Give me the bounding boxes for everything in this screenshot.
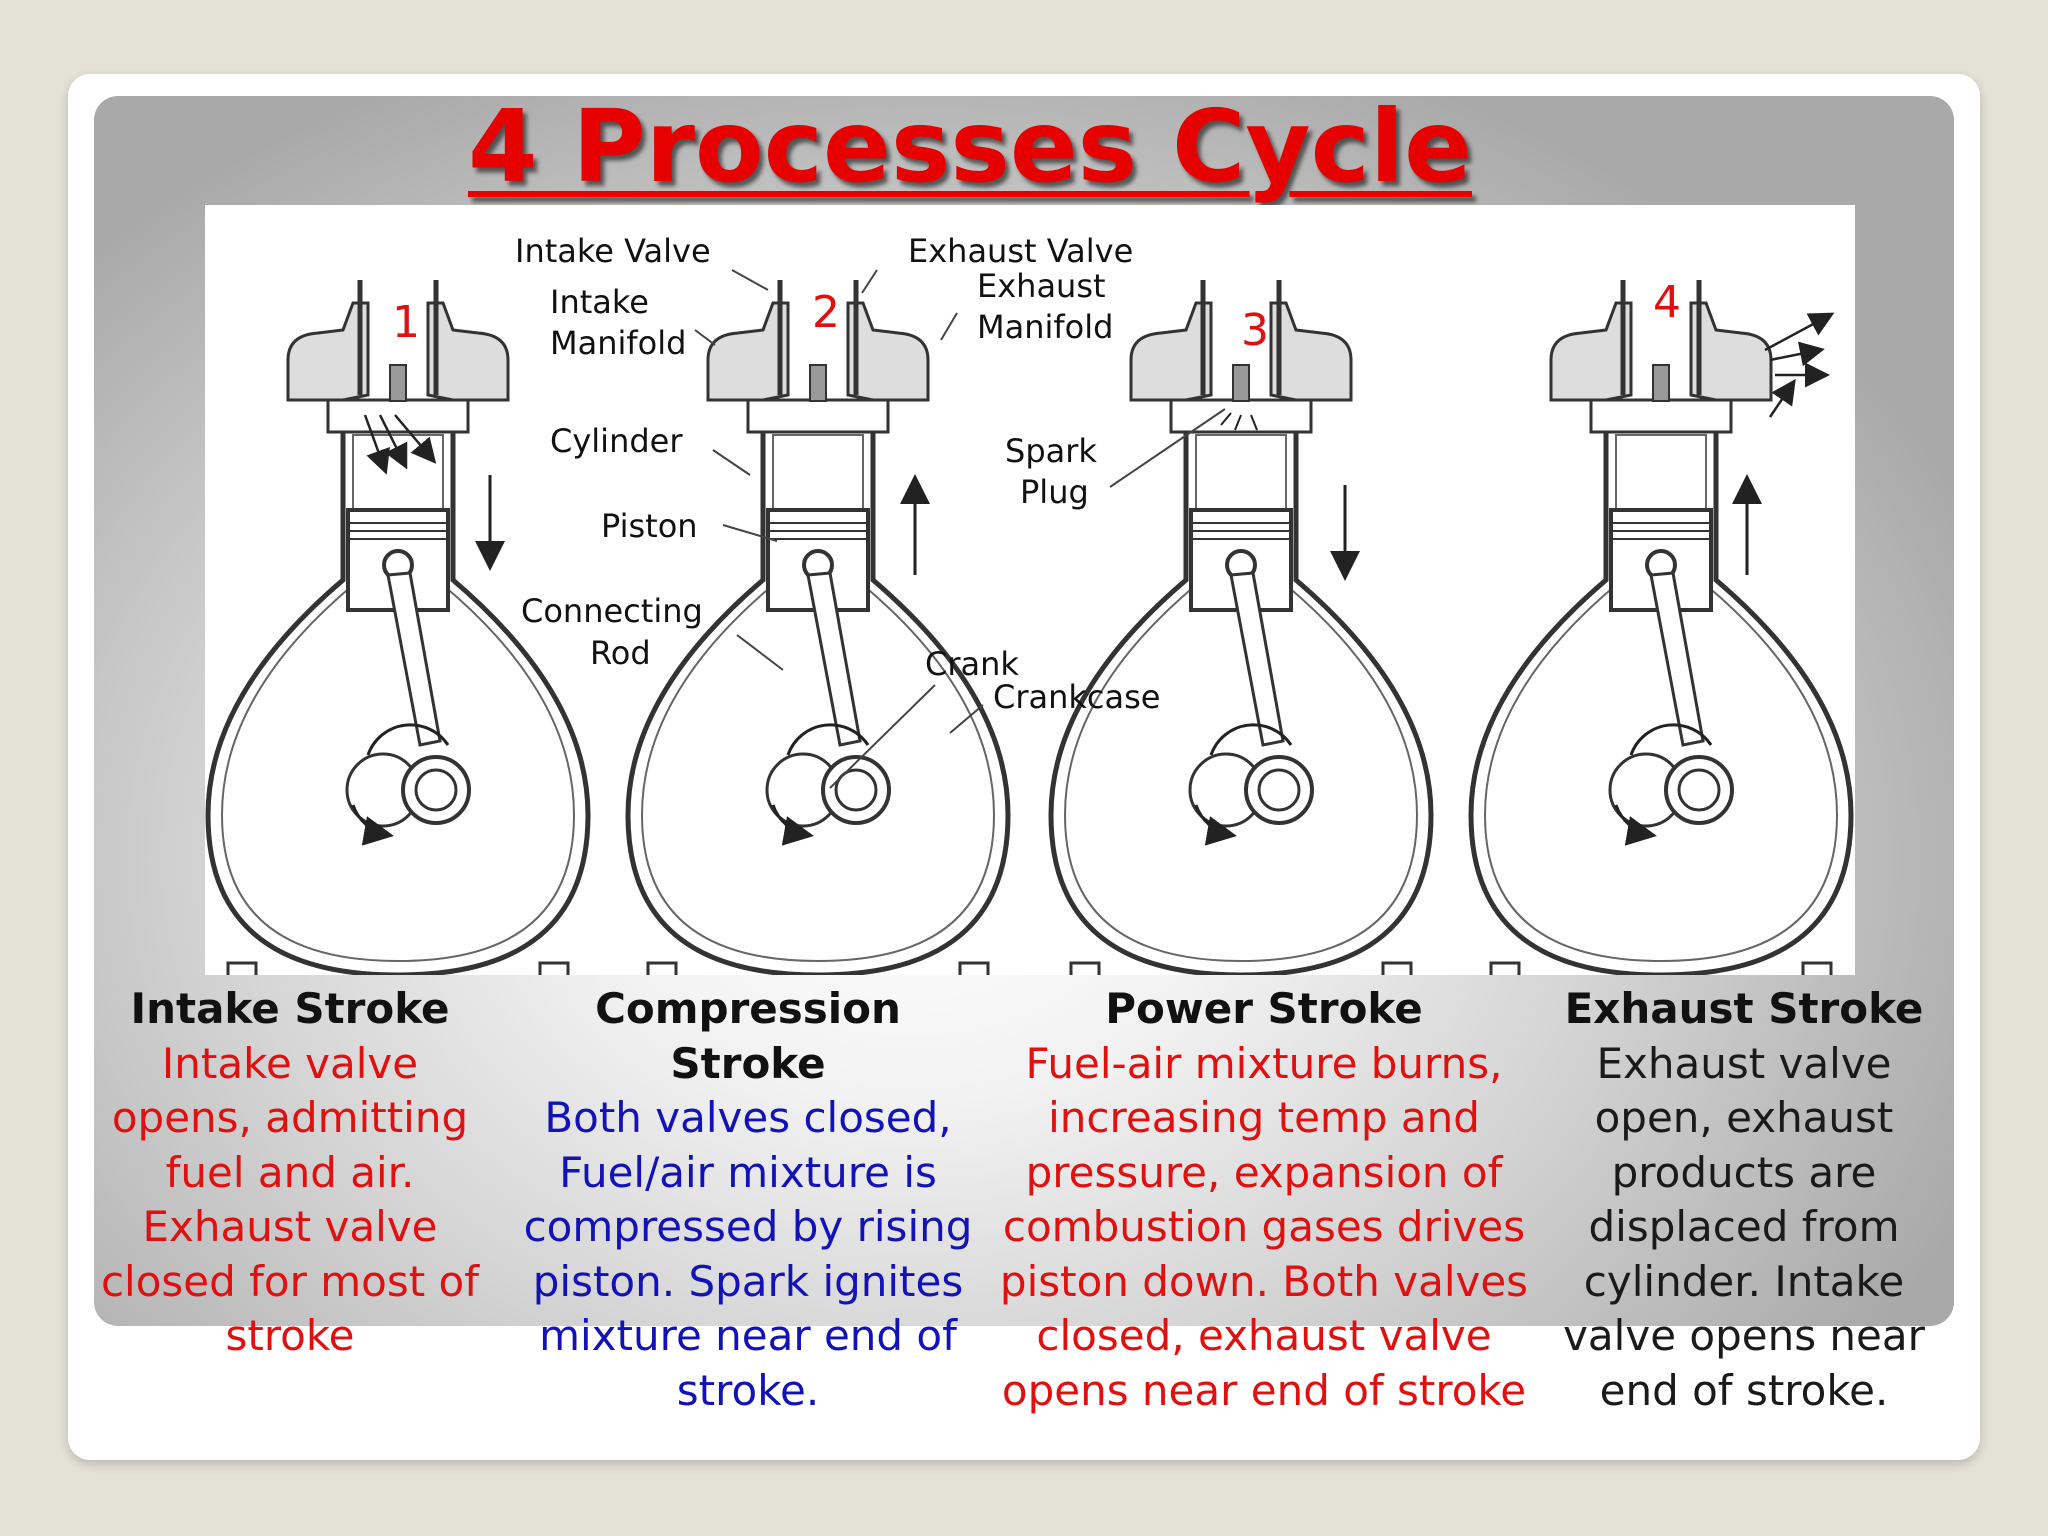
label-intake-valve: Intake Valve: [515, 232, 711, 270]
leader-connecting-rod: [736, 634, 784, 671]
intake-flow-arrow: [378, 414, 408, 470]
intake-flow-arrow: [363, 414, 390, 475]
stroke-number-3: 3: [1241, 305, 1269, 356]
label-crankcase: Crankcase: [993, 678, 1160, 716]
label-intake-manifold-1: Intake: [550, 283, 649, 321]
slide-title: 4 Processes Cycle: [468, 88, 1472, 205]
label-exhaust-manifold-2: Manifold: [977, 308, 1113, 346]
label-connecting-rod-1: Connecting: [521, 592, 703, 630]
leader-intake-valve: [731, 269, 769, 291]
exhaust-stroke-description: Exhaust valve open, exhaust products are…: [1563, 1038, 1925, 1415]
intake-flow-arrow: [394, 414, 437, 464]
label-spark-plug-2: Plug: [1020, 473, 1089, 511]
label-piston: Piston: [601, 507, 698, 545]
stroke-number-4: 4: [1653, 277, 1681, 328]
label-cylinder: Cylinder: [550, 422, 683, 460]
exhaust-stroke-column: Exhaust Stroke Exhaust valve open, exhau…: [1544, 982, 1944, 1418]
engine-diagram: 1 2 3 4 Intake Valve Intake Manifold Cyl…: [205, 205, 1855, 975]
leader-exhaust-manifold: [940, 312, 958, 341]
label-exhaust-manifold-1: Exhaust: [977, 267, 1106, 305]
compression-stroke-description: Both valves closed, Fuel/air mixture is …: [523, 1093, 973, 1415]
label-spark-plug-1: Spark: [1005, 432, 1097, 470]
label-exhaust-valve: Exhaust Valve: [908, 232, 1133, 270]
intake-stroke-description: Intake valve opens, admitting fuel and a…: [100, 1038, 480, 1361]
power-stroke-heading: Power Stroke: [1105, 984, 1423, 1033]
label-crank: Crank: [925, 645, 1019, 683]
exhaust-flow-arrow: [1769, 341, 1825, 367]
label-intake-manifold-2: Manifold: [550, 324, 686, 362]
compression-stroke-heading: Compression Stroke: [595, 984, 901, 1088]
compression-stroke-column: Compression Stroke Both valves closed, F…: [508, 982, 988, 1418]
spark-line: [1220, 412, 1232, 426]
leader-intake-manifold: [694, 329, 716, 346]
engine-power-illustration: [1051, 280, 1431, 975]
intake-stroke-column: Intake Stroke Intake valve opens, admitt…: [98, 982, 482, 1364]
leader-exhaust-valve: [861, 269, 878, 294]
stroke-number-2: 2: [812, 287, 840, 338]
spark-line: [1250, 414, 1258, 431]
leader-crankcase: [949, 704, 984, 734]
exhaust-stroke-heading: Exhaust Stroke: [1564, 984, 1924, 1033]
leader-crank: [829, 684, 936, 789]
leader-spark-plug: [1109, 408, 1226, 488]
engine-exhaust-illustration: [1471, 280, 1851, 975]
intake-stroke-heading: Intake Stroke: [130, 984, 450, 1033]
spark-line: [1234, 414, 1242, 431]
leader-piston: [722, 524, 778, 542]
exhaust-flow-arrow: [1764, 312, 1835, 352]
leader-cylinder: [712, 449, 751, 476]
exhaust-flow-arrow: [1768, 378, 1796, 418]
power-stroke-column: Power Stroke Fuel-air mixture burns, inc…: [992, 982, 1536, 1418]
label-connecting-rod-2: Rod: [590, 634, 651, 672]
stroke-number-1: 1: [392, 297, 420, 348]
power-stroke-description: Fuel-air mixture burns, increasing temp …: [999, 1038, 1529, 1415]
